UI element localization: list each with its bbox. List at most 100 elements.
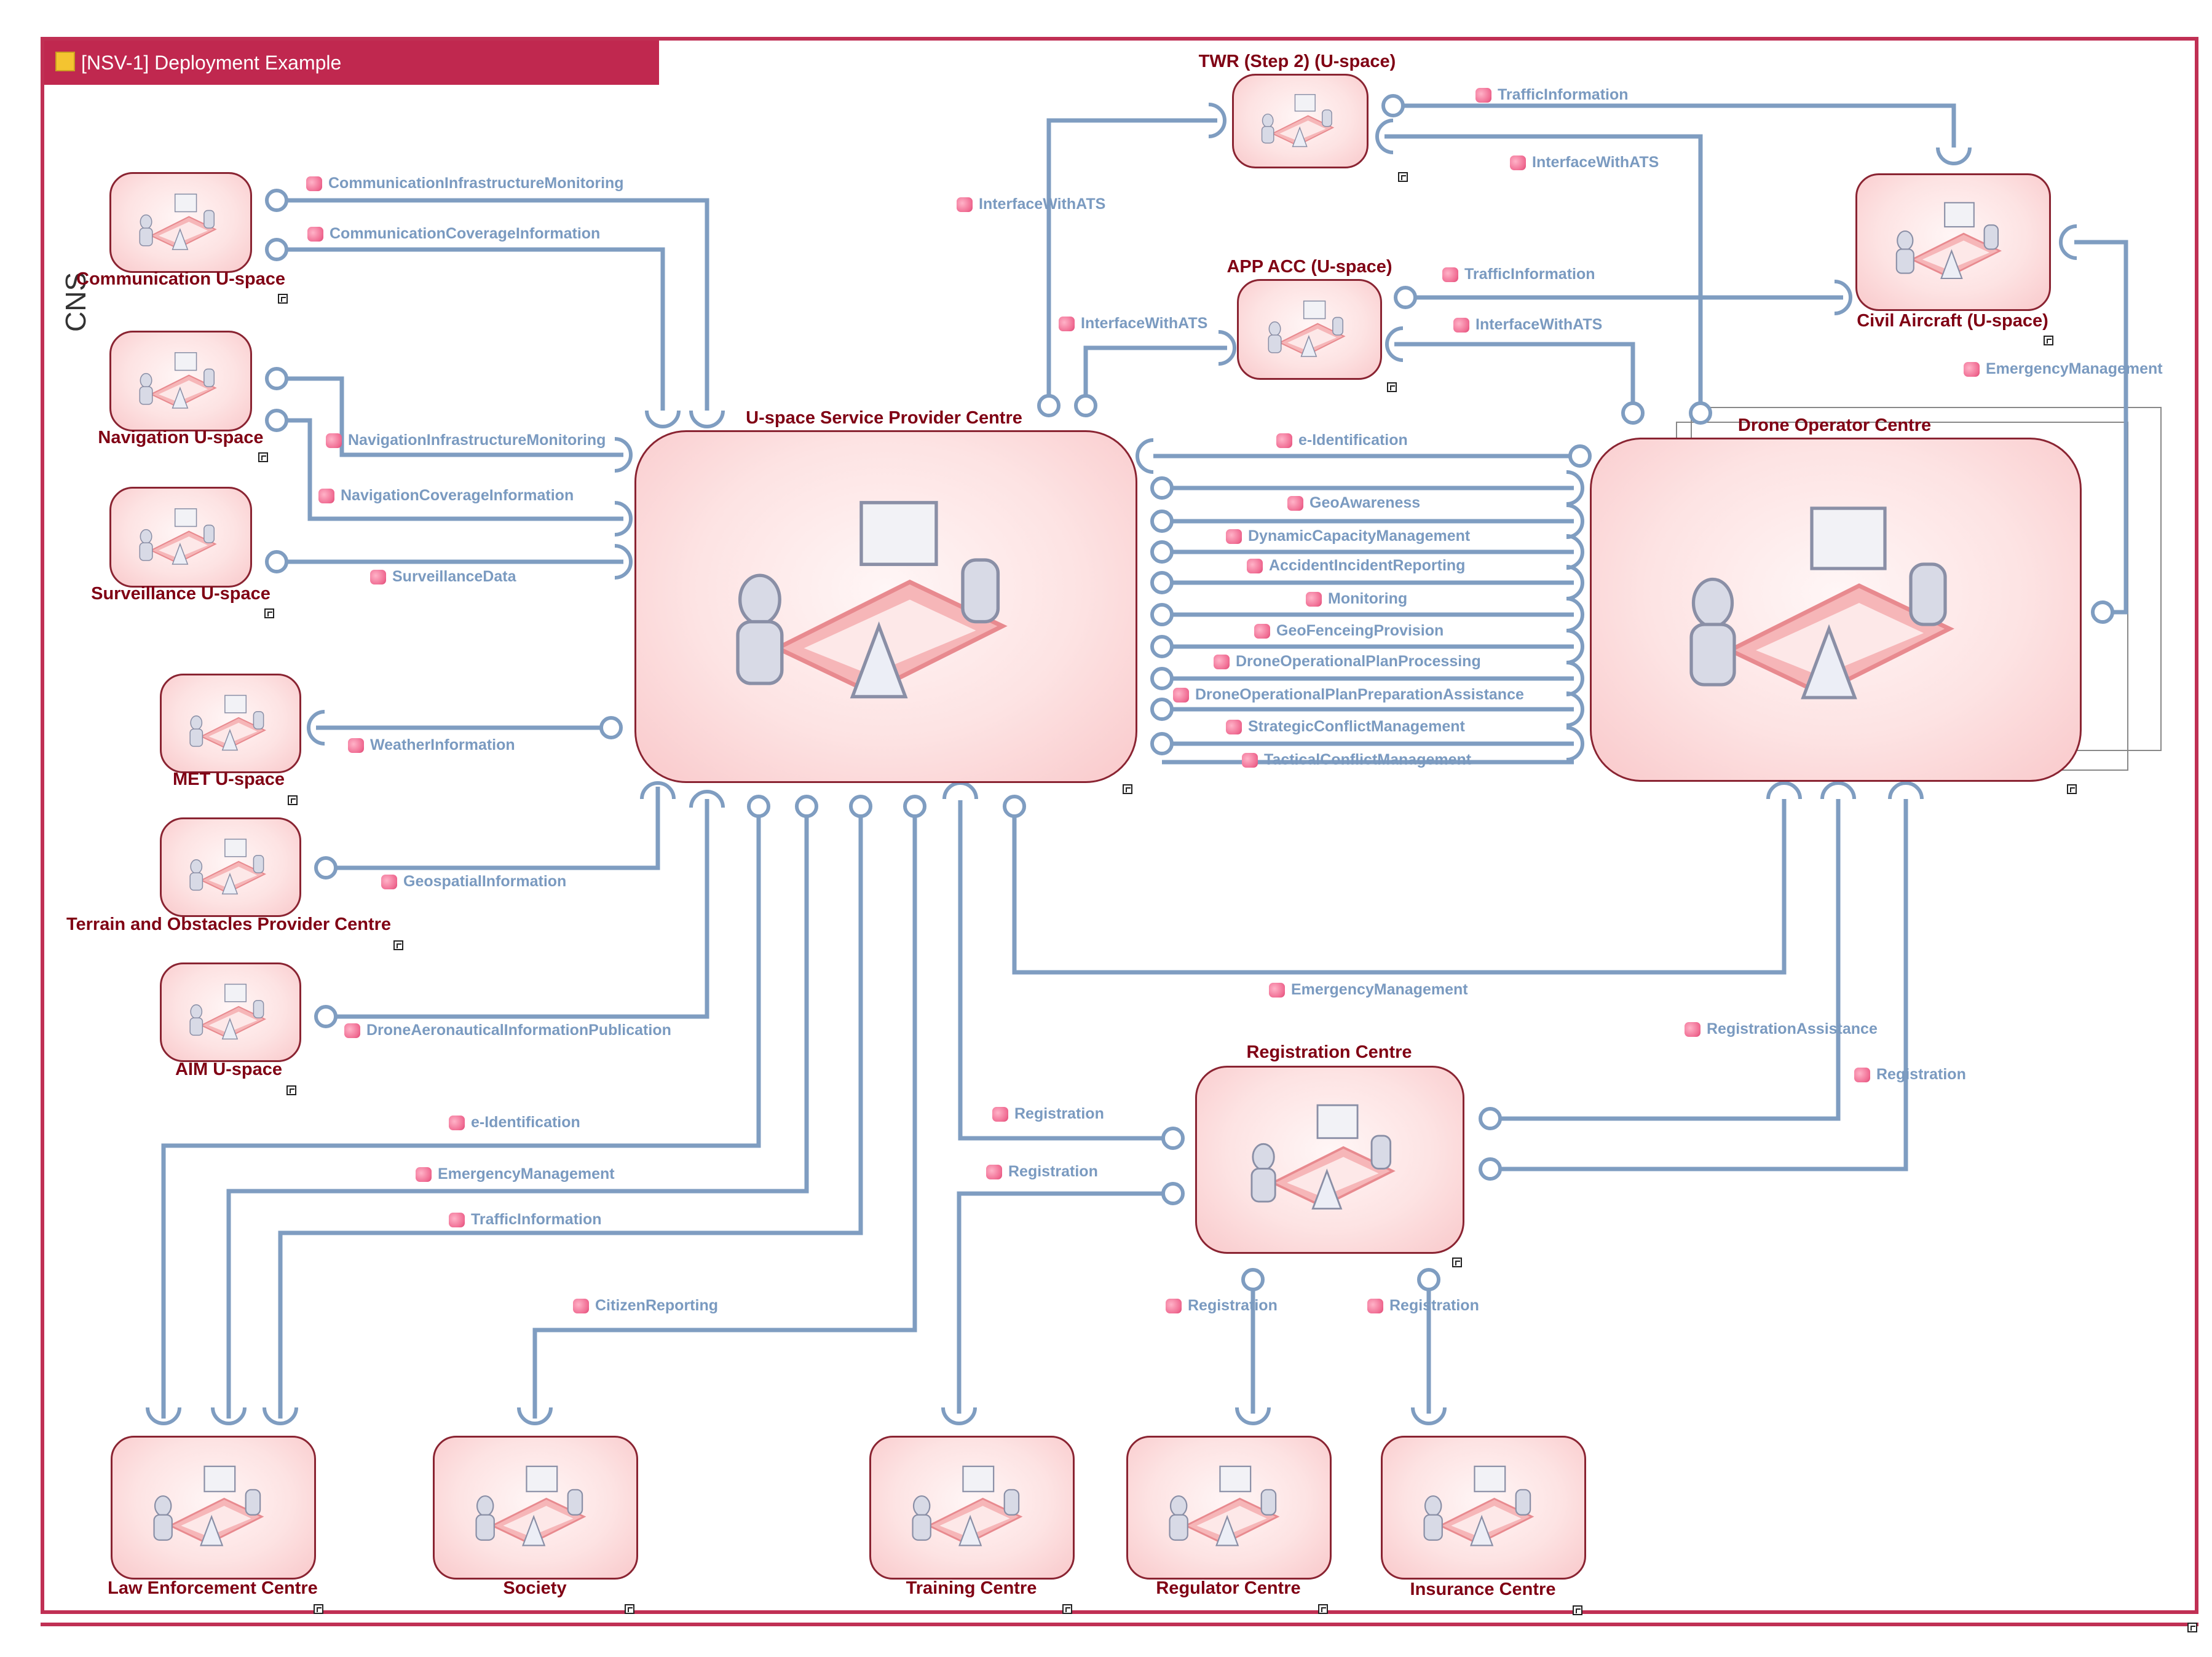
node-illustration: [153, 1465, 264, 1546]
node-illustration-part: [224, 838, 247, 857]
connector-label: InterfaceWithATS: [1059, 315, 1207, 333]
connector-label: TrafficInformation: [1475, 86, 1629, 104]
wire-emergency-management-law: [226, 806, 809, 1419]
node-marker-aim: [286, 1085, 296, 1095]
node-illustration-part: [1810, 506, 1887, 570]
node-illustration-part: [1287, 1157, 1379, 1197]
wire-registration-assistance: [1490, 799, 1841, 1121]
node-illustration-part: [912, 1495, 931, 1517]
node-illustration-part: [159, 536, 208, 558]
node-illustration-part: [203, 368, 215, 387]
node-communication-u-space[interactable]: [109, 172, 252, 273]
node-usp-centre[interactable]: [634, 430, 1137, 783]
node-illustration-part: [939, 1506, 1010, 1537]
node-illustration: [1250, 1104, 1396, 1210]
service-label: StrategicConflictManagement: [1226, 718, 1465, 736]
node-label-navigation: Navigation U-space: [98, 428, 264, 447]
wire-interface-with-ats-twr-doc: [1384, 134, 1703, 413]
node-illustration-part: [1260, 1489, 1277, 1516]
node-marker-insurance: [1573, 1605, 1582, 1615]
node-regulator-centre[interactable]: [1126, 1436, 1332, 1580]
connector-label: NavigationCoverageInformation: [318, 487, 574, 505]
node-illustration-part: [140, 214, 152, 229]
node-illustration-part: [190, 1004, 203, 1019]
node-illustration-part: [526, 1465, 558, 1492]
node-registration-centre[interactable]: [1195, 1066, 1464, 1254]
connector-label: Registration: [1166, 1297, 1278, 1315]
node-illustration-part: [140, 372, 152, 388]
node-illustration-part: [1303, 301, 1326, 320]
node-illustration-part: [140, 529, 152, 544]
node-illustration-part: [221, 1017, 239, 1040]
node-label-insurance: Insurance Centre: [1410, 1580, 1556, 1599]
node-illustration-part: [1300, 335, 1317, 357]
node-law-enforcement-centre[interactable]: [111, 1436, 316, 1580]
node-insurance-centre[interactable]: [1381, 1436, 1586, 1580]
node-illustration-part: [1252, 1143, 1275, 1171]
node-illustration-part: [1292, 126, 1308, 148]
wire-registration-training: [957, 1191, 1173, 1414]
node-illustration: [1689, 506, 1954, 699]
node-drone-operator-centre[interactable]: [1590, 438, 2082, 782]
node-marker-surveillance: [264, 608, 274, 618]
node-illustration: [475, 1465, 587, 1546]
node-navigation-u-space[interactable]: [109, 331, 252, 431]
node-illustration-part: [139, 542, 153, 561]
node-illustration-part: [208, 1011, 258, 1033]
connector-label: CitizenReporting: [573, 1297, 718, 1315]
node-illustration-part: [1196, 1506, 1267, 1537]
node-illustration: [139, 352, 217, 409]
node-label-twr: TWR (Step 2) (U-space): [1198, 52, 1396, 71]
service-label: AccidentIncidentReporting: [1247, 557, 1465, 575]
node-illustration: [912, 1465, 1023, 1546]
node-illustration-part: [221, 728, 239, 751]
node-society[interactable]: [433, 1436, 638, 1580]
node-illustration-part: [961, 558, 1000, 624]
node-marker-doc: [2067, 784, 2077, 794]
node-illustration-part: [181, 1506, 251, 1537]
node-illustration-part: [1515, 1489, 1531, 1516]
connector-label: RegistrationAssistance: [1685, 1020, 1878, 1038]
connector-label: CommunicationCoverageInformation: [307, 225, 600, 243]
node-training-centre[interactable]: [869, 1436, 1075, 1580]
connector-label: Registration: [1367, 1297, 1479, 1315]
node-label-training: Training Centre: [906, 1578, 1037, 1598]
node-label-aim: AIM U-space: [175, 1060, 283, 1079]
node-civil-aircraft[interactable]: [1855, 173, 2051, 311]
node-illustration-part: [475, 1514, 495, 1541]
diagram-title-tab[interactable]: [NSV-1] Deployment Example: [44, 41, 659, 85]
node-illustration-part: [200, 1514, 224, 1546]
node-terrain-obstacles[interactable]: [160, 817, 301, 917]
provided-interface-balls: [265, 94, 2114, 1291]
node-label-terrain: Terrain and Obstacles Provider Centre: [66, 915, 392, 934]
node-surveillance-u-space[interactable]: [109, 487, 252, 588]
node-illustration-part: [1756, 603, 1924, 676]
node-illustration-part: [912, 1514, 931, 1541]
node-illustration-part: [208, 866, 258, 888]
node-marker-training: [1062, 1604, 1072, 1614]
node-illustration-part: [804, 599, 976, 675]
node-marker-usp: [1123, 784, 1132, 794]
node-illustration-part: [1691, 577, 1734, 629]
node-label-reg: Registration Centre: [1246, 1042, 1412, 1062]
connector-label: TrafficInformation: [449, 1211, 602, 1229]
wire-e-identification-law: [161, 806, 761, 1419]
node-illustration-part: [1801, 624, 1857, 699]
frame-resize-marker: [2187, 1623, 2197, 1632]
connector-label: InterfaceWithATS: [1510, 154, 1659, 171]
node-twr[interactable]: [1232, 74, 1369, 168]
node-illustration-part: [1474, 1465, 1506, 1492]
node-illustration-part: [1424, 1495, 1442, 1517]
node-illustration: [189, 983, 266, 1040]
node-label-communication: Communication U-space: [76, 269, 285, 289]
node-illustration: [139, 194, 217, 250]
node-marker-reg: [1452, 1258, 1462, 1267]
node-illustration: [189, 838, 266, 895]
node-app-acc[interactable]: [1237, 279, 1382, 380]
node-illustration-part: [1922, 240, 1989, 270]
node-illustration-part: [522, 1514, 546, 1546]
node-illustration-part: [208, 722, 258, 744]
node-met-u-space[interactable]: [160, 674, 301, 773]
node-aim-u-space[interactable]: [160, 962, 301, 1062]
